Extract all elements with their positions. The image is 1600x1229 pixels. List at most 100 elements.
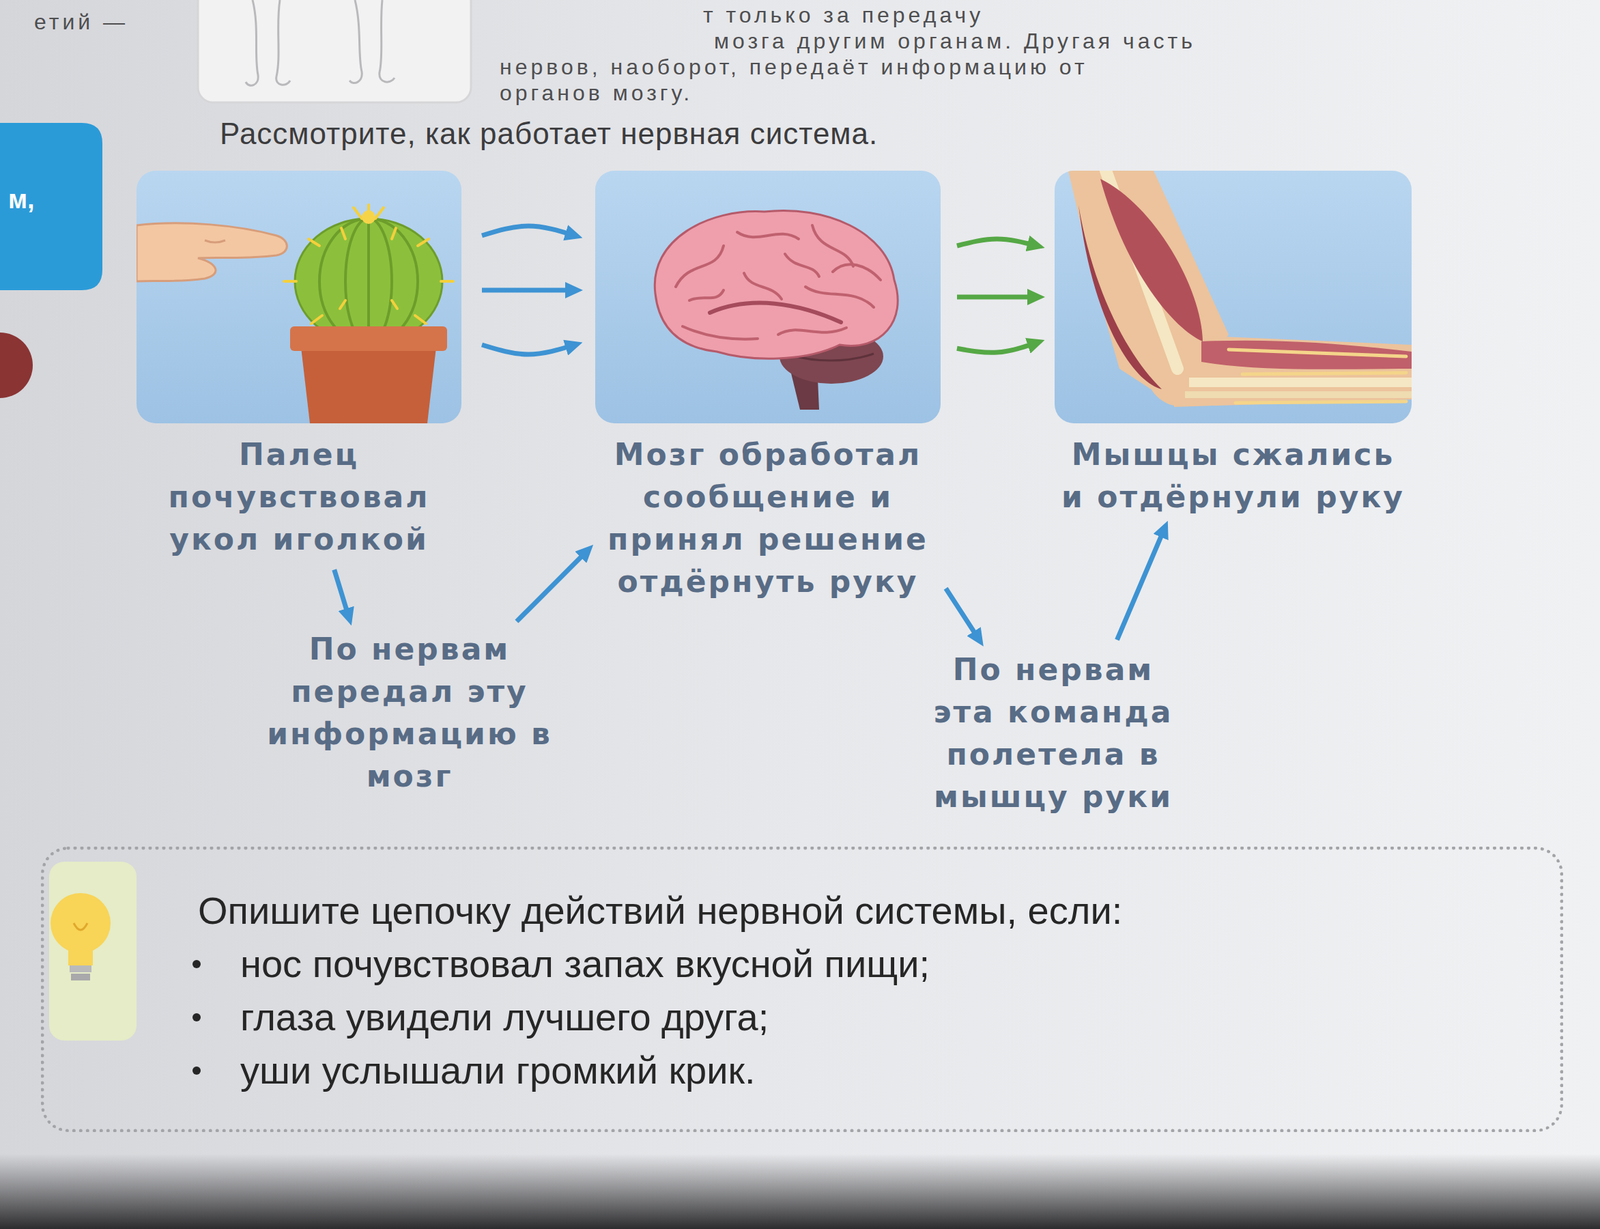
- diagram-title: Рассмотрите, как работает нервная систем…: [219, 116, 878, 152]
- bullet-dot: [192, 1012, 201, 1022]
- cactus-picture: [136, 170, 462, 424]
- arrow-connector: [956, 342, 1037, 353]
- arrow-connector: [1116, 528, 1165, 640]
- page-fragment: нервов, наоборот, передаёт информацию от: [499, 54, 1089, 80]
- arrow-connector: [334, 569, 350, 618]
- lightbulb-icon-part: [73, 922, 88, 930]
- brain-picture-part-part: [675, 225, 881, 340]
- brain-picture-part-part-part: [737, 232, 799, 239]
- blue-side-tab: [0, 122, 103, 291]
- tab-letter: м,: [8, 184, 35, 215]
- page-fragment: етий —: [34, 9, 129, 35]
- text-block: Палец почувствовал укол иголкой: [136, 433, 462, 561]
- lightbulb-icon-part: [49, 861, 137, 1041]
- legs-panel-part: [379, 0, 395, 82]
- cactus-picture-part-part-part: [308, 238, 320, 246]
- cactus-picture-part-part: [136, 223, 287, 282]
- side-figure: [0, 332, 33, 398]
- arm-picture-part-part: [1100, 178, 1203, 342]
- arrow-connector: [956, 238, 1037, 246]
- arm-picture-part: [1054, 170, 1412, 424]
- arm-picture-part-part: [1184, 391, 1412, 398]
- arrow-connector: [956, 294, 1037, 300]
- cactus-picture-part-part: [361, 210, 376, 224]
- task-item-text: уши услышали громкий крик.: [240, 1043, 755, 1097]
- cactus-picture-part-part: [283, 204, 454, 324]
- brain-picture-part-part-part: [812, 225, 854, 267]
- brain-picture-part: [595, 170, 941, 424]
- brain-picture-part-part-part: [744, 273, 782, 299]
- step-text: По нервам передал эту информацию в мозг: [266, 627, 553, 798]
- brain-picture-part-part-part: [675, 245, 724, 287]
- brain-picture-part-part-part: [784, 253, 820, 277]
- cactus-picture-part-part-part: [341, 227, 346, 239]
- brain-picture-part-part: [654, 210, 898, 359]
- legs-panel-part: [245, 0, 259, 86]
- caption-text: Мышцы сжались и отдёрнули руку: [1054, 433, 1412, 519]
- bullet-dot: [192, 959, 201, 968]
- picture-caption-panel: Мышцы сжались и отдёрнули руку: [1054, 170, 1412, 519]
- side-figure-part: [0, 332, 33, 398]
- text-block: По нервам передал эту информацию в мозг: [266, 627, 553, 798]
- cactus-picture-part-part-part: [391, 227, 396, 239]
- task-heading: Опишите цепочку действий нервной системы…: [197, 883, 1533, 938]
- connector-group: [334, 225, 1165, 640]
- legs-panel-part: [349, 0, 362, 84]
- page-fragment: мозга другим органам. Другая часть: [713, 28, 1196, 54]
- arm-picture-part-part: [1189, 377, 1412, 388]
- page-fragment: органов мозгу.: [499, 80, 693, 106]
- brain-picture-part-part-part: [682, 326, 758, 340]
- caption-text: Палец почувствовал укол иголкой: [136, 433, 462, 561]
- caption-text: По нервам передал эту информацию в мозг: [266, 627, 553, 798]
- cactus-picture-part-part-part: [415, 315, 426, 324]
- picture-caption-panel: Палец почувствовал укол иголкой: [136, 170, 462, 561]
- legs-panel-part: [276, 0, 291, 85]
- text-block: По нервам эта команда полетела в мышцу р…: [916, 648, 1190, 818]
- cactus-picture-part-part: [319, 218, 418, 345]
- text-block: Опишите цепочку действий нервной системы…: [197, 883, 1533, 938]
- legs-panel: [197, 0, 471, 103]
- page-fragment: т только за передачу: [703, 2, 984, 28]
- blue-side-tab-part: [0, 122, 103, 291]
- brain-picture: [595, 170, 941, 424]
- arm-picture: [1054, 170, 1412, 424]
- text-block: Мозг обработал сообщение и принял решени…: [595, 433, 941, 603]
- list-item: уши услышали громкий крик.: [192, 1043, 1533, 1097]
- cactus-picture-part-part-part: [353, 207, 362, 219]
- brain-picture-part: [654, 210, 898, 410]
- lightbulb-icon-part: [68, 947, 93, 966]
- cactus-picture-part-part: [300, 341, 437, 424]
- step-text: По нервам эта команда полетела в мышцу р…: [916, 648, 1190, 818]
- picture-caption-panel: Мозг обработал сообщение и принял решени…: [595, 170, 941, 603]
- brain-picture-part-part-part: [805, 286, 874, 308]
- cactus-picture-part-part-part: [440, 279, 454, 283]
- brain-picture-part-part-part: [778, 327, 847, 335]
- cactus-picture-part: [136, 170, 462, 424]
- cactus-picture-part-part: [345, 218, 392, 345]
- caption-text: Мозг обработал сообщение и принял решени…: [595, 433, 941, 603]
- text-block: Мышцы сжались и отдёрнули руку: [1054, 433, 1412, 519]
- cactus-picture-part: [136, 204, 454, 424]
- legs-panel-part: [197, 0, 471, 103]
- task-item-text: нос почувствовал запах вкусной пищи;: [240, 937, 930, 991]
- lightbulb-icon-part: [70, 973, 91, 981]
- arm-picture-part-part-part: [1235, 401, 1407, 403]
- caption-text: По нервам эта команда полетела в мышцу р…: [916, 648, 1190, 818]
- task-box: Опишите цепочку действий нервной системы…: [40, 846, 1564, 1132]
- cactus-picture-part-part: [204, 240, 226, 243]
- cactus-picture-part-part-part: [283, 279, 297, 283]
- cactus-picture-part-part-part: [339, 300, 346, 309]
- cactus-picture-part-part: [290, 326, 448, 351]
- arm-picture-part-part: [1078, 204, 1162, 390]
- arrow-connector: [481, 225, 575, 236]
- brain-picture-part-part-part: [832, 264, 881, 280]
- cactus-picture-part-part-part: [375, 207, 384, 219]
- cactus-picture-part-part-part: [417, 238, 429, 246]
- photo-shadow: [0, 1153, 1600, 1229]
- arrow-connector: [516, 550, 588, 622]
- lightbulb-icon-part: [69, 965, 92, 973]
- arm-picture-part-part: [1228, 349, 1407, 403]
- arrow-connector: [481, 288, 575, 293]
